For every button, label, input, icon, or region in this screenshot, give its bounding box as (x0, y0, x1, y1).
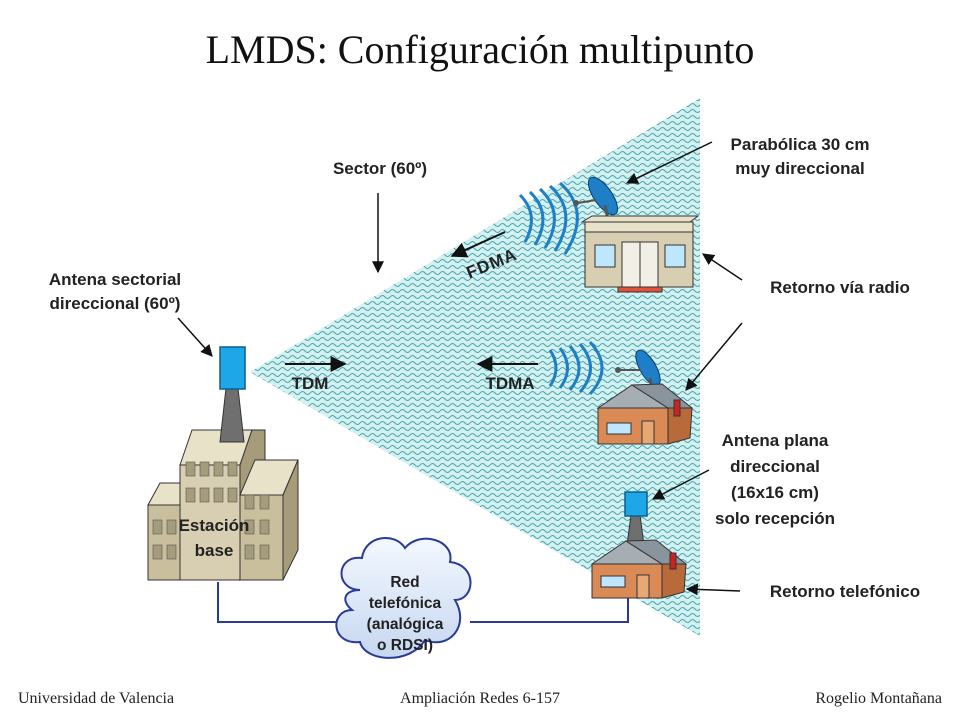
label-base-station: Estación base (178, 516, 250, 560)
label-sector: Sector (60º) (332, 159, 428, 178)
footer-left: Universidad de Valencia (18, 690, 175, 707)
label-parabolic: Parabólica 30 cm muy direccional (730, 135, 870, 178)
arrow-flat-antenna (651, 469, 710, 500)
flat-antenna-icon (624, 491, 648, 546)
parabolic-dish-upper-icon (573, 176, 619, 221)
arrow-return-phone (685, 583, 741, 596)
network-to-house-line (470, 598, 629, 623)
fdma-arrow (450, 231, 506, 258)
base-station-building (147, 429, 299, 582)
label-phone-network: Red telefónica (analógica o RDSI) (366, 574, 444, 654)
label-return-radio: Retorno vía radio (770, 278, 910, 297)
base-mast (219, 387, 245, 443)
arrow-sector-antenna (177, 317, 213, 357)
arrow-return-radio-shop (702, 253, 743, 281)
radio-waves-upper-icon (518, 181, 579, 255)
label-tdm: TDM (291, 374, 329, 393)
house-lower-icon (590, 539, 688, 599)
label-sector-antenna: Antena sectorial direccional (60º) (48, 270, 182, 313)
arrow-parabolic (625, 141, 713, 184)
phone-network-cloud-icon (335, 537, 472, 659)
base-to-network-line (217, 582, 340, 623)
sector-antenna-icon (219, 346, 246, 390)
radio-waves-lower-icon (548, 340, 604, 396)
house-upper-icon (596, 383, 694, 445)
shop-building-icon (580, 215, 700, 293)
footer-right: Rogelio Montañana (815, 690, 942, 707)
footer-center: Ampliación Redes 6-157 (400, 690, 560, 707)
label-flat-antenna: Antena plana direccional (16x16 cm) solo… (715, 431, 835, 528)
page-title: LMDS: Configuración multipunto (205, 27, 755, 72)
arrow-return-radio-house (685, 322, 743, 391)
label-return-phone: Retorno telefónico (769, 582, 921, 601)
label-tdma: TDMA (485, 374, 535, 393)
